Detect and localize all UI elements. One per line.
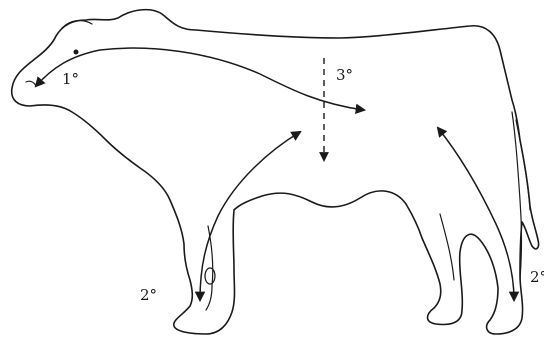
label-first: 1°: [62, 70, 79, 88]
arrow-first-dot: [74, 50, 79, 55]
hoof-mark: [205, 268, 215, 284]
label-second-rear: 2°: [530, 268, 544, 286]
bull-outline: [12, 10, 539, 334]
tail-line-2: [516, 120, 530, 210]
arrow-second-rear: [438, 128, 514, 300]
label-second-front: 2°: [140, 286, 157, 304]
arrow-first: [36, 48, 364, 110]
label-third: 3°: [336, 66, 353, 84]
nose-detail: [26, 81, 36, 86]
rear-leg-contour: [440, 214, 454, 280]
